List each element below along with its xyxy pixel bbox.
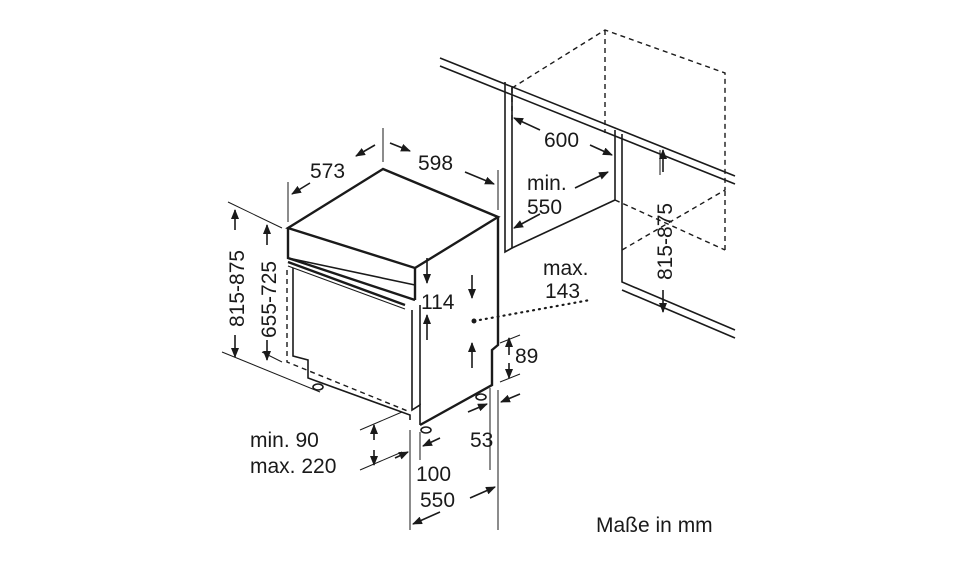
niche-width-label: 600 [544,129,579,152]
panel-height-label: 114 [421,291,455,314]
plinth-height-label: 89 [515,345,538,368]
niche-depth-value: 550 [527,196,562,219]
door-height-label: 655-725 [258,261,281,338]
panel-max-value: 143 [545,280,580,303]
niche-cabinet [439,29,736,339]
niche-height-label: 815-875 [654,203,677,280]
dimension-lines [221,117,667,530]
panel-max-label: max. [543,257,589,280]
door-overhang-label: 100 [416,463,451,486]
units-caption: Maße in mm [596,514,713,537]
panel-point-marker [471,318,477,324]
plinth-min-label: min. 90 [250,429,319,452]
bottom-depth-label: 550 [420,489,455,512]
plinth-setback-label: 53 [470,429,493,452]
dishwasher-body [285,167,501,434]
total-height-label: 815-875 [226,250,249,327]
width-label: 598 [418,152,453,175]
depth-label: 573 [310,160,345,183]
plinth-max-label: max. 220 [250,455,336,478]
niche-depth-min-label: min. [527,172,567,195]
